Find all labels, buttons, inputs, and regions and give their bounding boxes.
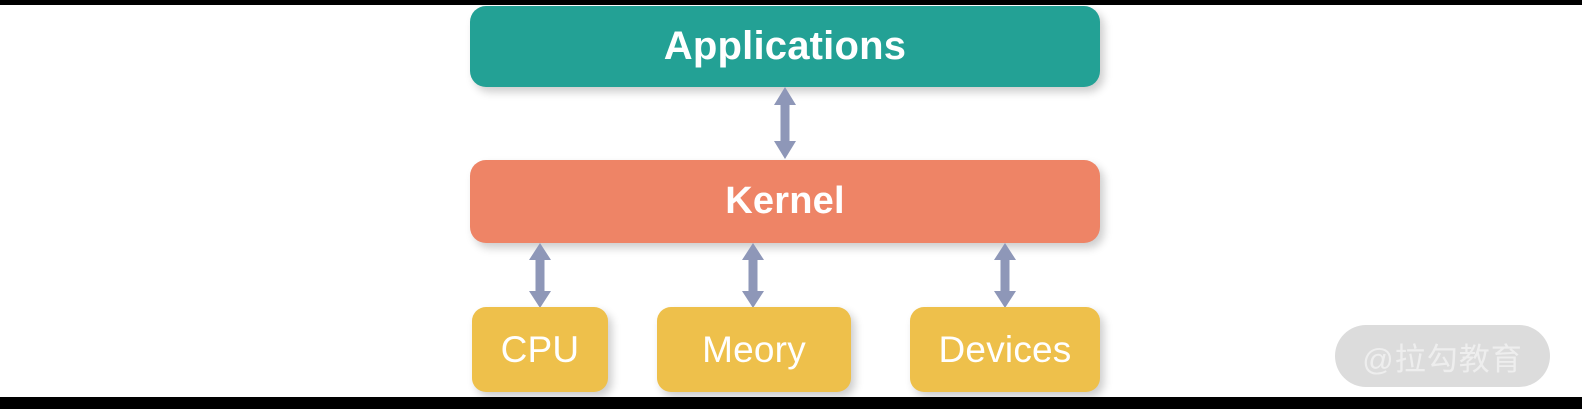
letterbox-bar-bottom xyxy=(0,397,1582,409)
node-devices-label: Devices xyxy=(938,328,1072,370)
letterbox-bar-top xyxy=(0,0,1582,5)
node-devices[interactable]: Devices xyxy=(910,307,1100,392)
node-memory[interactable]: Meory xyxy=(657,307,851,392)
node-kernel[interactable]: Kernel xyxy=(470,160,1100,243)
node-applications-label: Applications xyxy=(663,24,907,68)
watermark-text: @拉勾教育 xyxy=(1362,341,1523,377)
watermark-badge: @拉勾教育 xyxy=(1335,325,1550,387)
node-kernel-label: Kernel xyxy=(725,180,845,222)
connector-kernel-cpu-double-arrow-icon xyxy=(527,243,553,308)
node-memory-label: Meory xyxy=(702,328,806,370)
connector-kernel-devices-double-arrow-icon xyxy=(992,243,1018,308)
node-cpu[interactable]: CPU xyxy=(472,307,608,392)
connector-kernel-memory-double-arrow-icon xyxy=(740,243,766,308)
connector-applications-kernel-double-arrow-icon xyxy=(772,87,798,159)
node-cpu-label: CPU xyxy=(500,328,580,370)
node-applications[interactable]: Applications xyxy=(470,6,1100,87)
